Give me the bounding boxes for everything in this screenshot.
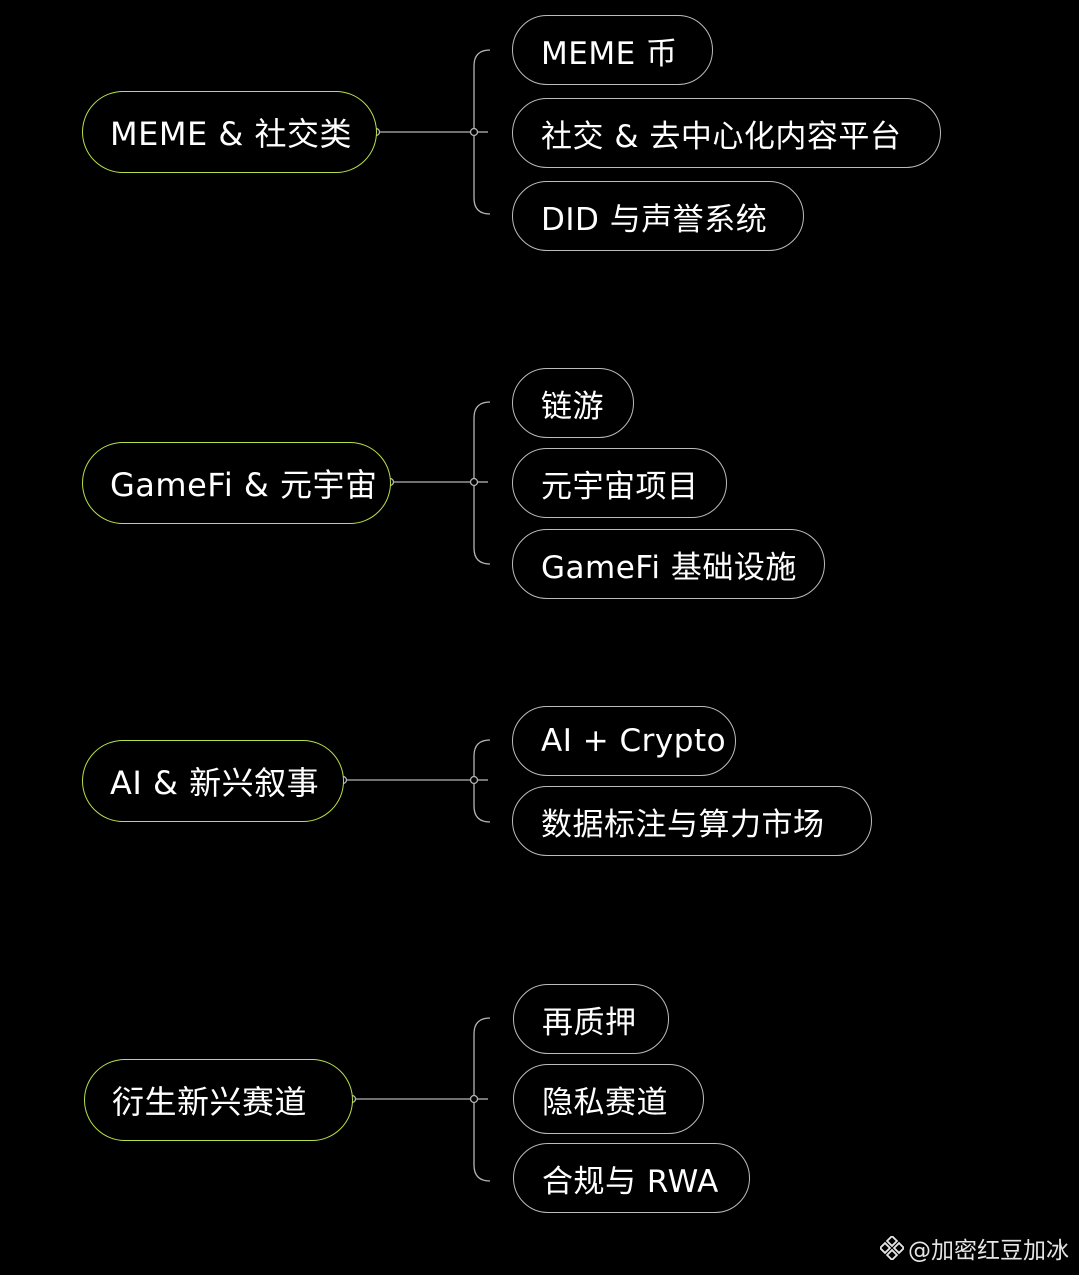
- leaf-node-gamefi-infrastructure[interactable]: GameFi 基础设施: [512, 529, 825, 599]
- root-node-label: GameFi & 元宇宙: [110, 466, 378, 504]
- root-node-label: 衍生新兴赛道: [112, 1083, 308, 1121]
- bracket-2: [473, 401, 491, 565]
- leaf-node-label: 隐私赛道: [542, 1084, 668, 1121]
- leaf-node-did-reputation[interactable]: DID 与声誉系统: [512, 181, 804, 251]
- leaf-node-ai-crypto[interactable]: AI + Crypto: [512, 706, 736, 776]
- leaf-node-chain-games[interactable]: 链游: [512, 368, 634, 438]
- root-node-label: MEME & 社交类: [110, 115, 352, 153]
- watermark: @加密红豆加冰: [880, 1233, 1069, 1264]
- node-dot-junction-3: [469, 775, 479, 785]
- leaf-node-label: AI + Crypto: [541, 723, 727, 759]
- root-node-meme-social[interactable]: MEME & 社交类: [82, 91, 377, 173]
- leaf-node-data-labeling-compute[interactable]: 数据标注与算力市场: [512, 786, 872, 856]
- leaf-node-label: 链游: [541, 388, 604, 425]
- diamond-logo-icon: [880, 1236, 904, 1260]
- leaf-node-social-decentralized-content[interactable]: 社交 & 去中心化内容平台: [512, 98, 941, 168]
- leaf-node-label: DID 与声誉系统: [541, 201, 768, 238]
- bracket-3: [473, 739, 491, 823]
- leaf-node-compliance-rwa[interactable]: 合规与 RWA: [513, 1143, 750, 1213]
- leaf-node-meme-coin[interactable]: MEME 币: [512, 15, 713, 85]
- node-dot-junction-2: [469, 477, 479, 487]
- node-dot-junction-1: [469, 127, 479, 137]
- leaf-node-label: MEME 币: [541, 35, 678, 72]
- leaf-node-privacy-track[interactable]: 隐私赛道: [513, 1064, 704, 1134]
- leaf-node-label: 元宇宙项目: [541, 468, 699, 505]
- leaf-node-label: 数据标注与算力市场: [541, 806, 825, 843]
- leaf-node-label: GameFi 基础设施: [541, 549, 797, 586]
- leaf-node-label: 再质押: [542, 1004, 637, 1041]
- leaf-node-label: 社交 & 去中心化内容平台: [541, 118, 902, 155]
- watermark-text: @加密红豆加冰: [908, 1238, 1069, 1264]
- root-node-ai-emerging[interactable]: AI & 新兴叙事: [82, 740, 344, 822]
- root-node-label: AI & 新兴叙事: [110, 764, 320, 802]
- leaf-node-label: 合规与 RWA: [542, 1163, 719, 1200]
- bracket-4: [473, 1017, 491, 1182]
- leaf-node-restaking[interactable]: 再质押: [513, 984, 669, 1054]
- leaf-node-metaverse-projects[interactable]: 元宇宙项目: [512, 448, 727, 518]
- bracket-1: [473, 49, 491, 215]
- node-dot-junction-4: [469, 1094, 479, 1104]
- root-node-gamefi-metaverse[interactable]: GameFi & 元宇宙: [82, 442, 391, 524]
- root-node-derivative-tracks[interactable]: 衍生新兴赛道: [84, 1059, 353, 1141]
